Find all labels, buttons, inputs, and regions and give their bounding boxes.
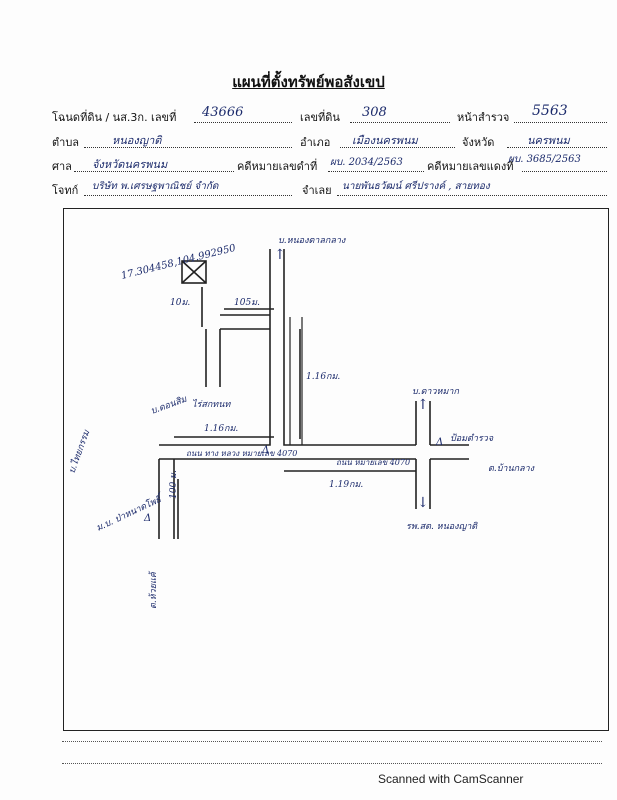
survey-page-label: หน้าสำรวจ — [457, 111, 510, 124]
header-row-3: ศาล จังหวัดนครพนม คดีหมายเลขดำที่ ผบ. 20… — [52, 154, 607, 177]
scanner-watermark: Scanned with CamScanner — [378, 772, 524, 786]
footer-line-2 — [62, 763, 602, 764]
east-south-arrow: ↓ — [417, 495, 429, 511]
deed-number: 43666 — [202, 105, 244, 120]
land-number: 308 — [362, 105, 387, 120]
header-row-4: โจทก์ บริษัท พ.เศรษฐพาณิชย์ จำกัด จำเลย … — [52, 181, 607, 201]
road-name-2: ถนน หมายเลข 4070 — [336, 458, 410, 467]
dim-100-label: 100 ม. — [169, 470, 179, 499]
red-case-number: ผบ. 3685/2563 — [508, 154, 581, 165]
triangle-left: Δ — [143, 513, 151, 524]
right-lower-place: รพ.สต. หนองญาติ — [406, 521, 478, 532]
right-mark: ป้อมตำรวจ — [450, 433, 494, 444]
road-east-north — [415, 401, 431, 445]
side-road-vertical — [205, 329, 221, 387]
subdistrict-label: ตำบล — [52, 136, 80, 149]
court-label: ศาล — [52, 160, 72, 173]
district-label: อำเภอ — [300, 136, 331, 149]
right-north-place: บ.ดาวหมาก — [412, 387, 459, 397]
east-place: ต.บ้านกลาง — [488, 463, 535, 474]
header-row-2: ตำบล หนองญาติ อำเภอ เมืองนครพนม จังหวัด … — [52, 133, 607, 153]
dim-105m-label: 105ม. — [234, 298, 260, 308]
road-east-south — [415, 459, 431, 509]
footer-line-1 — [62, 741, 602, 742]
page-title: แผนที่ตั้งทรัพย์พอสังเขป — [232, 73, 385, 91]
deed-label: โฉนดที่ดิน / นส.3ก. เลขที่ — [52, 111, 177, 124]
land-number-label: เลขที่ดิน — [300, 111, 340, 124]
court: จังหวัดนครพนม — [92, 158, 168, 171]
province: นครพนม — [527, 134, 570, 147]
red-case-label: คดีหมายเลขแดงที่ — [427, 160, 514, 173]
black-case-label: คดีหมายเลขดำที่ — [237, 160, 318, 173]
bottom-place: ต.ห้วยแค้ — [148, 570, 159, 609]
village-left: บ.ดอนสิม — [149, 393, 189, 416]
coords: 17.304458,104.992950 — [120, 243, 237, 282]
sketch-map: ↑ ↑ ↓ 17.304458,104.992950 บ.หนองตาลกลาง… — [66, 236, 535, 609]
property-cross — [181, 260, 207, 284]
plaintiff: บริษัท พ.เศรษฐพาณิชย์ จำกัด — [92, 181, 219, 192]
triangle-right: Δ — [435, 437, 443, 448]
province-label: จังหวัด — [462, 136, 495, 149]
subdistrict: หนองญาติ — [112, 134, 162, 147]
branch-road — [289, 317, 303, 445]
district: เมืองนครพนม — [352, 134, 418, 147]
plaintiff-label: โจทก์ — [52, 184, 79, 197]
map-frame: ↑ ↑ ↓ 17.304458,104.992950 บ.หนองตาลกลาง… — [63, 208, 609, 731]
header-row-1: โฉนดที่ดิน / นส.3ก. เลขที่ 43666 เลขที่ด… — [52, 103, 607, 128]
survey-page: 5563 — [532, 103, 568, 119]
defendant: นายพันธวัฒน์ ศรีปรางค์ , สายทอง — [342, 181, 490, 192]
defendant-label: จำเลย — [302, 184, 332, 197]
north-village: บ.หนองตาลกลาง — [278, 236, 346, 246]
road-south-left — [158, 459, 175, 539]
lower-left-place: ม.บ. ป่าหนาดโพธิ์ — [94, 491, 166, 534]
property-marker — [181, 260, 207, 284]
road-name: ถนน ทาง หลวง หมายเลข 4070 — [186, 449, 297, 458]
dim-119-label: 1.19กม. — [329, 480, 363, 490]
black-case-number: ผบ. 2034/2563 — [330, 157, 403, 168]
dim-10m-label: 10ม. — [170, 298, 190, 308]
dim-116-v-label: 1.16กม. — [306, 372, 340, 382]
left-place: บ.ไทยกรรม — [66, 427, 93, 475]
north-arrow: ↑ — [274, 247, 286, 263]
mark-a: ไร่สกทนท — [192, 398, 231, 410]
triangle-center: Δ — [261, 445, 269, 456]
dim-116-h-label: 1.16กม. — [204, 424, 238, 434]
east-north-arrow: ↑ — [417, 397, 429, 413]
